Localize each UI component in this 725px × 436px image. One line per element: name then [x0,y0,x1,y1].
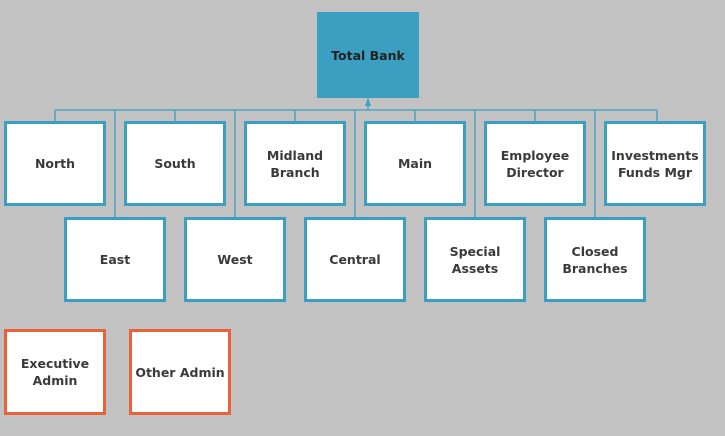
node-label: Investments Funds Mgr [611,147,699,180]
node-label: North [34,156,76,171]
node-label: Central [329,252,381,267]
node-label: East [99,252,131,267]
node-label: Midland Branch [266,147,324,180]
node-main[interactable]: Main [364,121,466,206]
node-central[interactable]: Central [304,217,406,302]
node-label: Executive Admin [20,356,90,388]
node-employee-director[interactable]: Employee Director [484,121,586,206]
node-label: South [154,156,196,171]
node-label: Other Admin [135,364,225,380]
node-east[interactable]: East [64,217,166,302]
node-label: Employee Director [500,147,570,180]
node-executive-admin[interactable]: Executive Admin [4,329,106,415]
node-total-bank[interactable]: Total Bank [317,12,419,98]
node-label: Closed Branches [562,243,628,276]
node-label: West [217,252,253,267]
node-other-admin[interactable]: Other Admin [129,329,231,415]
node-special-assets[interactable]: Special Assets [424,217,526,302]
node-south[interactable]: South [124,121,226,206]
node-label: Total Bank [331,47,405,63]
node-north[interactable]: North [4,121,106,206]
node-investments-funds-mgr[interactable]: Investments Funds Mgr [604,121,706,206]
connector-arrowhead [365,98,371,106]
node-midland-branch[interactable]: Midland Branch [244,121,346,206]
node-label: Special Assets [449,243,501,276]
node-west[interactable]: West [184,217,286,302]
node-closed-branches[interactable]: Closed Branches [544,217,646,302]
node-label: Main [397,156,433,171]
